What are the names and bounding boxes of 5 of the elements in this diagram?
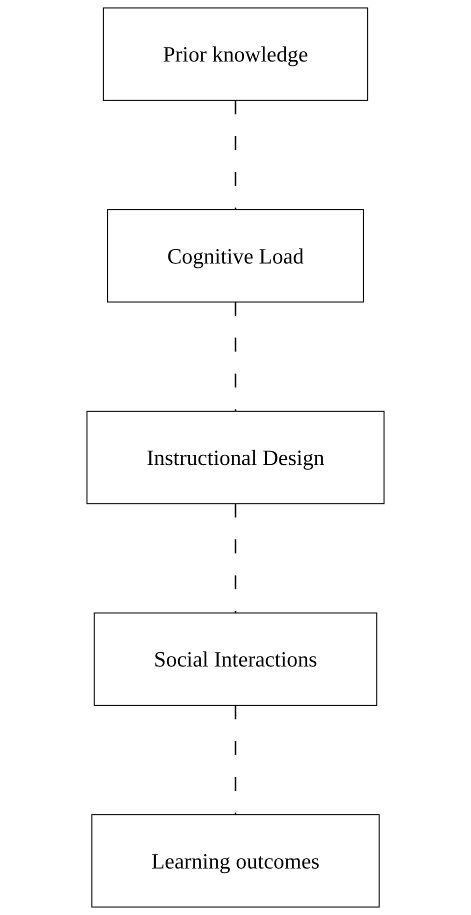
node-box: Prior knowledge bbox=[102, 7, 368, 101]
node-box: Instructional Design bbox=[86, 410, 385, 504]
node-box: Cognitive Load bbox=[107, 209, 364, 303]
node-box: Social Interactions bbox=[94, 612, 378, 706]
node-box: Learning outcomes bbox=[91, 814, 380, 908]
